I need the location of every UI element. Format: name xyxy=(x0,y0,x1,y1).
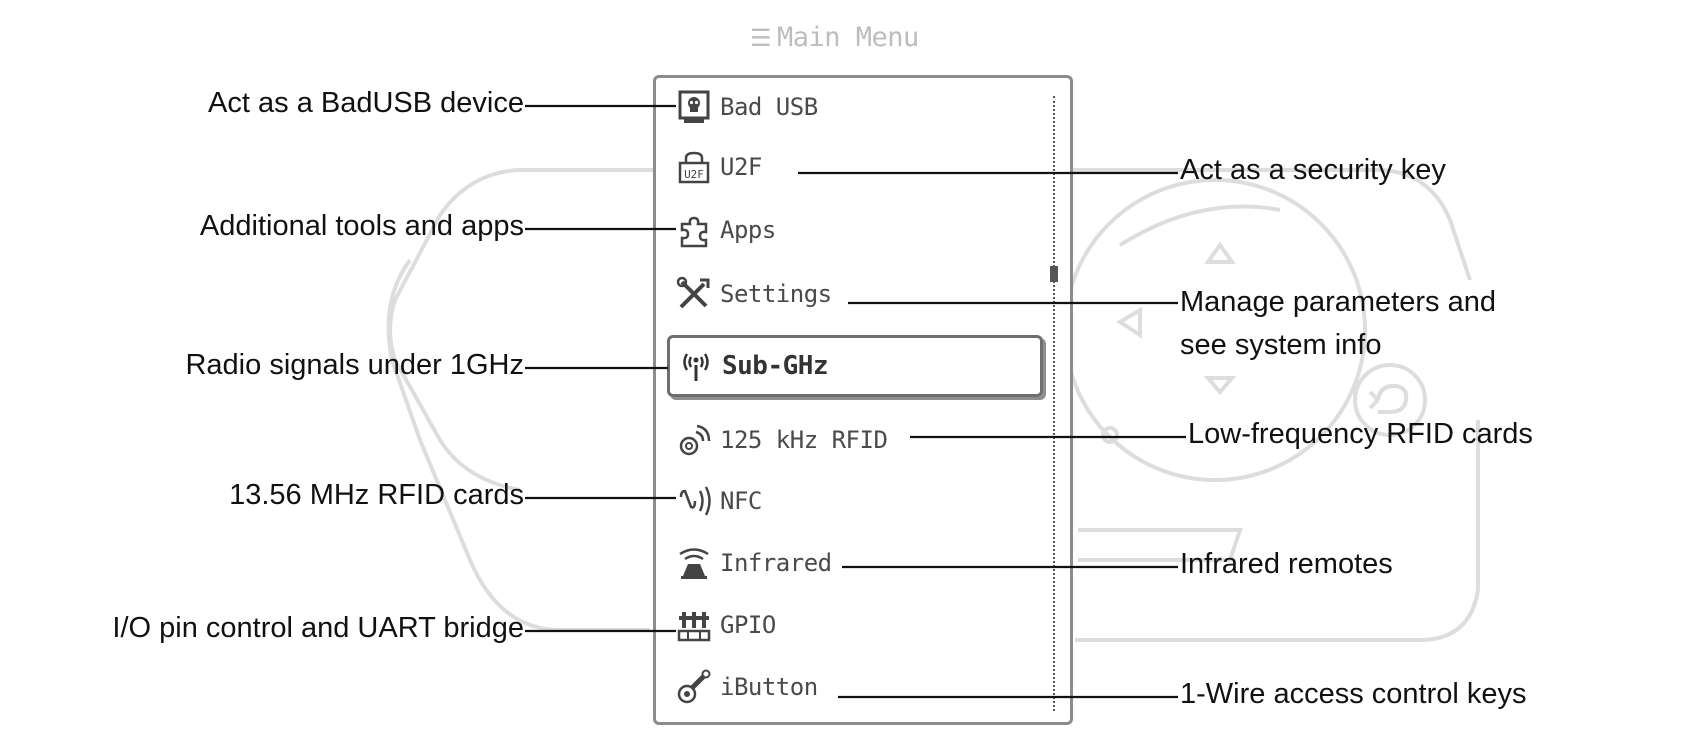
menu-item-apps[interactable]: Apps xyxy=(676,208,776,252)
menu-item-label: Bad USB xyxy=(720,93,818,121)
menu-item-label: Sub-GHz xyxy=(722,351,829,381)
menu-item-label: iButton xyxy=(720,673,818,701)
scrollbar-track[interactable] xyxy=(1053,96,1055,711)
menu-item-label: Settings xyxy=(720,280,832,308)
menu-item-gpio[interactable]: GPIO xyxy=(676,603,776,647)
menu-item-bad-usb[interactable]: Bad USB xyxy=(676,85,818,129)
scrollbar-thumb[interactable] xyxy=(1050,266,1058,282)
menu-item-sub-ghz[interactable]: Sub-GHz xyxy=(667,335,1043,397)
callout-settings-line2: see system info xyxy=(1180,329,1382,361)
menu-item-infrared[interactable]: Infrared xyxy=(676,541,832,585)
callout-subghz: Radio signals under 1GHz xyxy=(185,349,524,381)
skull-usb-icon xyxy=(678,90,710,123)
main-menu-title-text: Main Menu xyxy=(777,22,919,53)
main-menu-title: ☰Main Menu xyxy=(750,22,919,53)
menu-item-settings[interactable]: Settings xyxy=(676,272,832,316)
infrared-icon xyxy=(679,548,709,579)
u2f-key-icon: U2F xyxy=(678,151,710,184)
nfc-icon xyxy=(679,486,711,516)
callout-badusb: Act as a BadUSB device xyxy=(208,87,524,119)
menu-item-125khz-rfid[interactable]: 125 kHz RFID xyxy=(676,418,888,462)
callout-settings-line1: Manage parameters and xyxy=(1180,286,1496,318)
callout-ibutton: 1-Wire access control keys xyxy=(1180,678,1527,710)
puzzle-icon xyxy=(680,216,708,248)
callout-infrared: Infrared remotes xyxy=(1180,548,1393,580)
svg-text:U2F: U2F xyxy=(684,168,704,181)
list-menu-icon: ☰ xyxy=(750,24,772,52)
tools-icon xyxy=(676,276,710,309)
menu-item-nfc[interactable]: NFC xyxy=(676,479,762,523)
antenna-icon xyxy=(683,353,709,381)
gpio-icon xyxy=(677,612,711,642)
ibutton-key-icon xyxy=(677,669,711,704)
callout-nfc: 13.56 MHz RFID cards xyxy=(229,479,524,511)
menu-item-label: Infrared xyxy=(720,549,832,577)
menu-item-label: U2F xyxy=(720,153,762,181)
menu-item-label: Apps xyxy=(720,216,776,244)
callout-gpio: I/O pin control and UART bridge xyxy=(112,612,524,644)
menu-item-label: GPIO xyxy=(720,611,776,639)
callout-rfid: Low-frequency RFID cards xyxy=(1188,418,1533,450)
menu-item-label: NFC xyxy=(720,487,762,515)
menu-item-label: 125 kHz RFID xyxy=(720,426,888,454)
rfid-icon xyxy=(679,424,711,456)
menu-item-ibutton[interactable]: iButton xyxy=(676,665,818,709)
callout-apps: Additional tools and apps xyxy=(199,210,524,242)
callout-u2f: Act as a security key xyxy=(1180,154,1446,186)
callout-settings: Manage parameters and see system info xyxy=(1180,281,1496,367)
menu-screen-frame xyxy=(653,75,1073,725)
menu-item-u2f[interactable]: U2F U2F xyxy=(676,145,762,189)
